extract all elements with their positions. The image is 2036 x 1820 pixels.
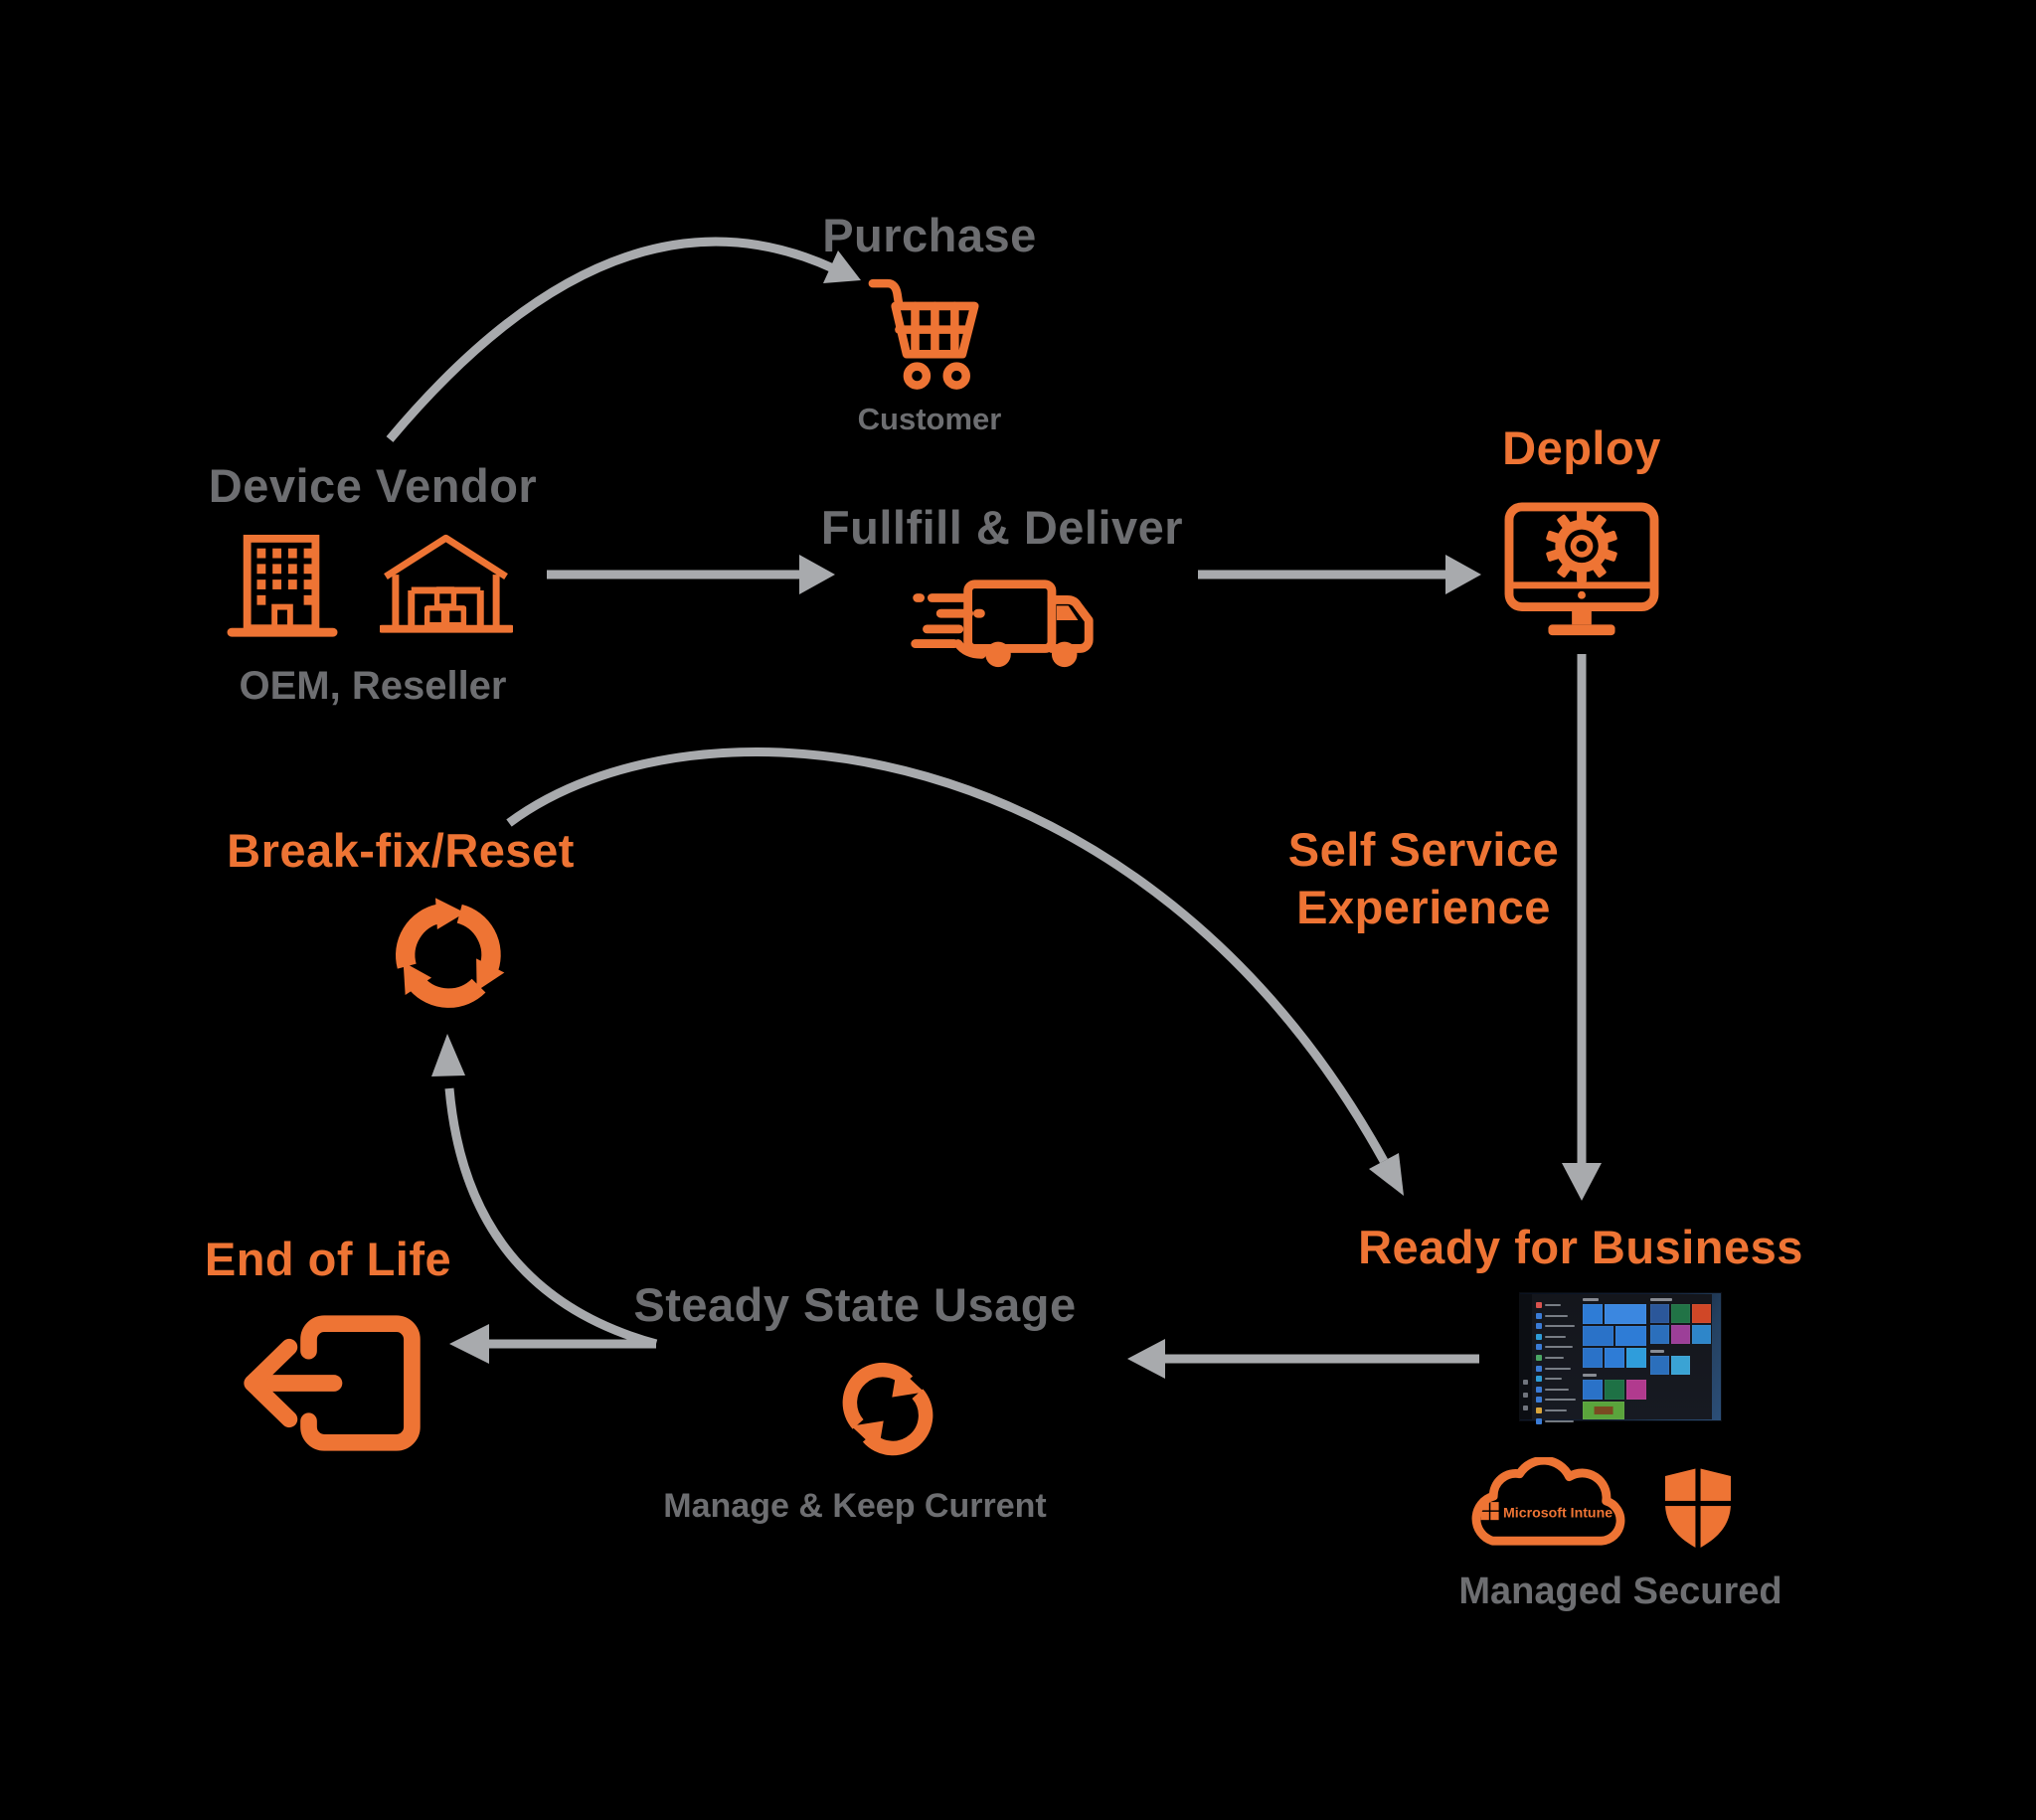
steady-state-title: Steady State Usage: [633, 1278, 1077, 1331]
start-tile: [1650, 1356, 1669, 1375]
app-list-item: [1536, 1365, 1580, 1372]
start-tile: [1583, 1380, 1603, 1400]
shopping-cart-icon: [868, 278, 979, 390]
start-tile: [1671, 1325, 1690, 1344]
app-list-item: [1536, 1333, 1580, 1340]
app-list-item: [1536, 1397, 1580, 1404]
monitor-gear-icon: [1504, 502, 1659, 636]
purchase-caption: Customer: [857, 402, 1002, 436]
start-tile: [1626, 1380, 1646, 1400]
app-list-item: [1536, 1302, 1580, 1308]
app-list-item: [1536, 1323, 1580, 1330]
ready-for-business-title: Ready for Business: [1358, 1221, 1803, 1273]
app-list-item: [1536, 1354, 1580, 1361]
start-menu-app-list: [1536, 1302, 1580, 1428]
self-service-label: Self Service Experience: [1233, 821, 1614, 937]
start-tile: [1605, 1380, 1624, 1400]
device-vendor-caption: OEM, Reseller: [239, 664, 507, 708]
fulfill-deliver-title: Fullfill & Deliver: [820, 501, 1184, 554]
start-menu-sidebar: [1519, 1294, 1532, 1419]
arrow-vendor-to-purchase: [386, 237, 835, 442]
start-tile: [1692, 1304, 1711, 1323]
defender-shield-icon: [1663, 1466, 1733, 1552]
start-tile: [1605, 1348, 1624, 1368]
break-fix-title: Break-fix/Reset: [227, 824, 575, 877]
arrow-steady-to-breakfix: [444, 1087, 658, 1349]
managed-secured-caption: Managed Secured: [1458, 1571, 1782, 1612]
app-list-item: [1536, 1386, 1580, 1393]
app-list-item: [1536, 1312, 1580, 1319]
purchase-title: Purchase: [822, 209, 1037, 261]
start-tile: [1692, 1325, 1711, 1344]
start-tile: [1671, 1356, 1690, 1375]
start-tile: [1605, 1304, 1646, 1324]
exit-door-icon: [244, 1315, 421, 1451]
delivery-truck-icon: [911, 579, 1094, 668]
start-menu-panel: [1519, 1294, 1712, 1424]
windows-start-screenshot: [1519, 1292, 1722, 1424]
start-tile: [1583, 1348, 1603, 1368]
start-tile: [1583, 1304, 1603, 1324]
start-tile: [1583, 1326, 1613, 1346]
intune-cloud-icon: Microsoft Intune: [1471, 1457, 1625, 1546]
warehouse-icon: [380, 534, 513, 633]
app-list-item: [1536, 1406, 1580, 1413]
start-tile: [1583, 1402, 1624, 1419]
arrow-breakfix-to-ready: [506, 747, 1388, 1164]
windows-logo-icon: [1480, 1502, 1499, 1521]
start-tile: [1615, 1326, 1646, 1346]
recycle-icon: [396, 898, 505, 1008]
app-list-item: [1536, 1344, 1580, 1351]
start-menu-tiles: [1519, 1294, 1712, 1419]
steady-state-caption: Manage & Keep Current: [663, 1487, 1047, 1525]
end-of-life-title: End of Life: [204, 1233, 452, 1285]
self-service-line1: Self Service: [1287, 823, 1560, 876]
office-building-icon: [227, 534, 338, 637]
start-tile: [1650, 1304, 1669, 1323]
self-service-line2: Experience: [1296, 881, 1551, 934]
deploy-title: Deploy: [1502, 421, 1661, 474]
start-tile: [1671, 1304, 1690, 1323]
device-vendor-title: Device Vendor: [208, 459, 538, 512]
start-tile: [1626, 1348, 1646, 1368]
app-list-item: [1536, 1376, 1580, 1383]
app-list-item: [1536, 1417, 1580, 1424]
intune-label: Microsoft Intune: [1503, 1506, 1612, 1522]
start-tile: [1650, 1325, 1669, 1344]
sync-refresh-icon: [842, 1362, 933, 1456]
